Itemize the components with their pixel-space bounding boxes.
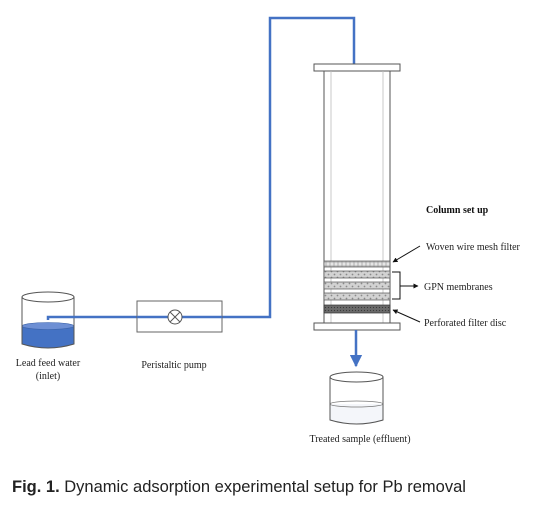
column-label: Column set up: [426, 205, 489, 216]
column-bottom-cap: [313, 322, 401, 331]
column-tube: [323, 70, 391, 324]
woven-wire-mesh-filter: [323, 260, 391, 268]
column-top-cap: [313, 63, 401, 72]
disc-label: Perforated filter disc: [424, 318, 507, 329]
caption-text: Dynamic adsorption experimental setup fo…: [59, 478, 466, 496]
mesh-callout-arrow: [392, 245, 421, 263]
effluent-beaker: [329, 371, 384, 425]
perforated-filter-disc: [323, 304, 391, 314]
effluent-beaker-body: [329, 377, 384, 425]
feed-water-surface: [21, 322, 75, 330]
feed-beaker-rim: [21, 291, 75, 303]
peristaltic-pump: [136, 300, 223, 333]
figure-caption: Fig. 1. Dynamic adsorption experimental …: [12, 478, 466, 497]
gpn-membrane-3: [323, 292, 391, 301]
gpn-membrane-1: [323, 270, 391, 279]
mesh-label: Woven wire mesh filter: [426, 242, 521, 253]
feed-beaker: [21, 291, 75, 349]
effluent-water: [330, 404, 383, 424]
effluent-beaker-rim: [329, 371, 384, 383]
setup-diagram: Column set up Woven wire mesh filter GPN…: [16, 16, 521, 445]
membranes-label: GPN membranes: [424, 282, 493, 293]
pump-label: Peristaltic pump: [141, 360, 206, 371]
feed-tube: [46, 16, 361, 320]
gpn-membrane-2: [323, 281, 391, 290]
membranes-callout-bracket: [392, 271, 419, 300]
disc-callout-arrow: [392, 309, 421, 323]
feed-beaker-body: [21, 297, 75, 349]
feed-label-line2: (inlet): [36, 371, 60, 382]
effluent-label: Treated sample (effluent): [309, 434, 410, 445]
adsorption-column: [313, 63, 401, 331]
caption-prefix: Fig. 1.: [12, 478, 60, 496]
feed-water: [22, 326, 74, 348]
feed-label-line1: Lead feed water: [16, 358, 81, 369]
